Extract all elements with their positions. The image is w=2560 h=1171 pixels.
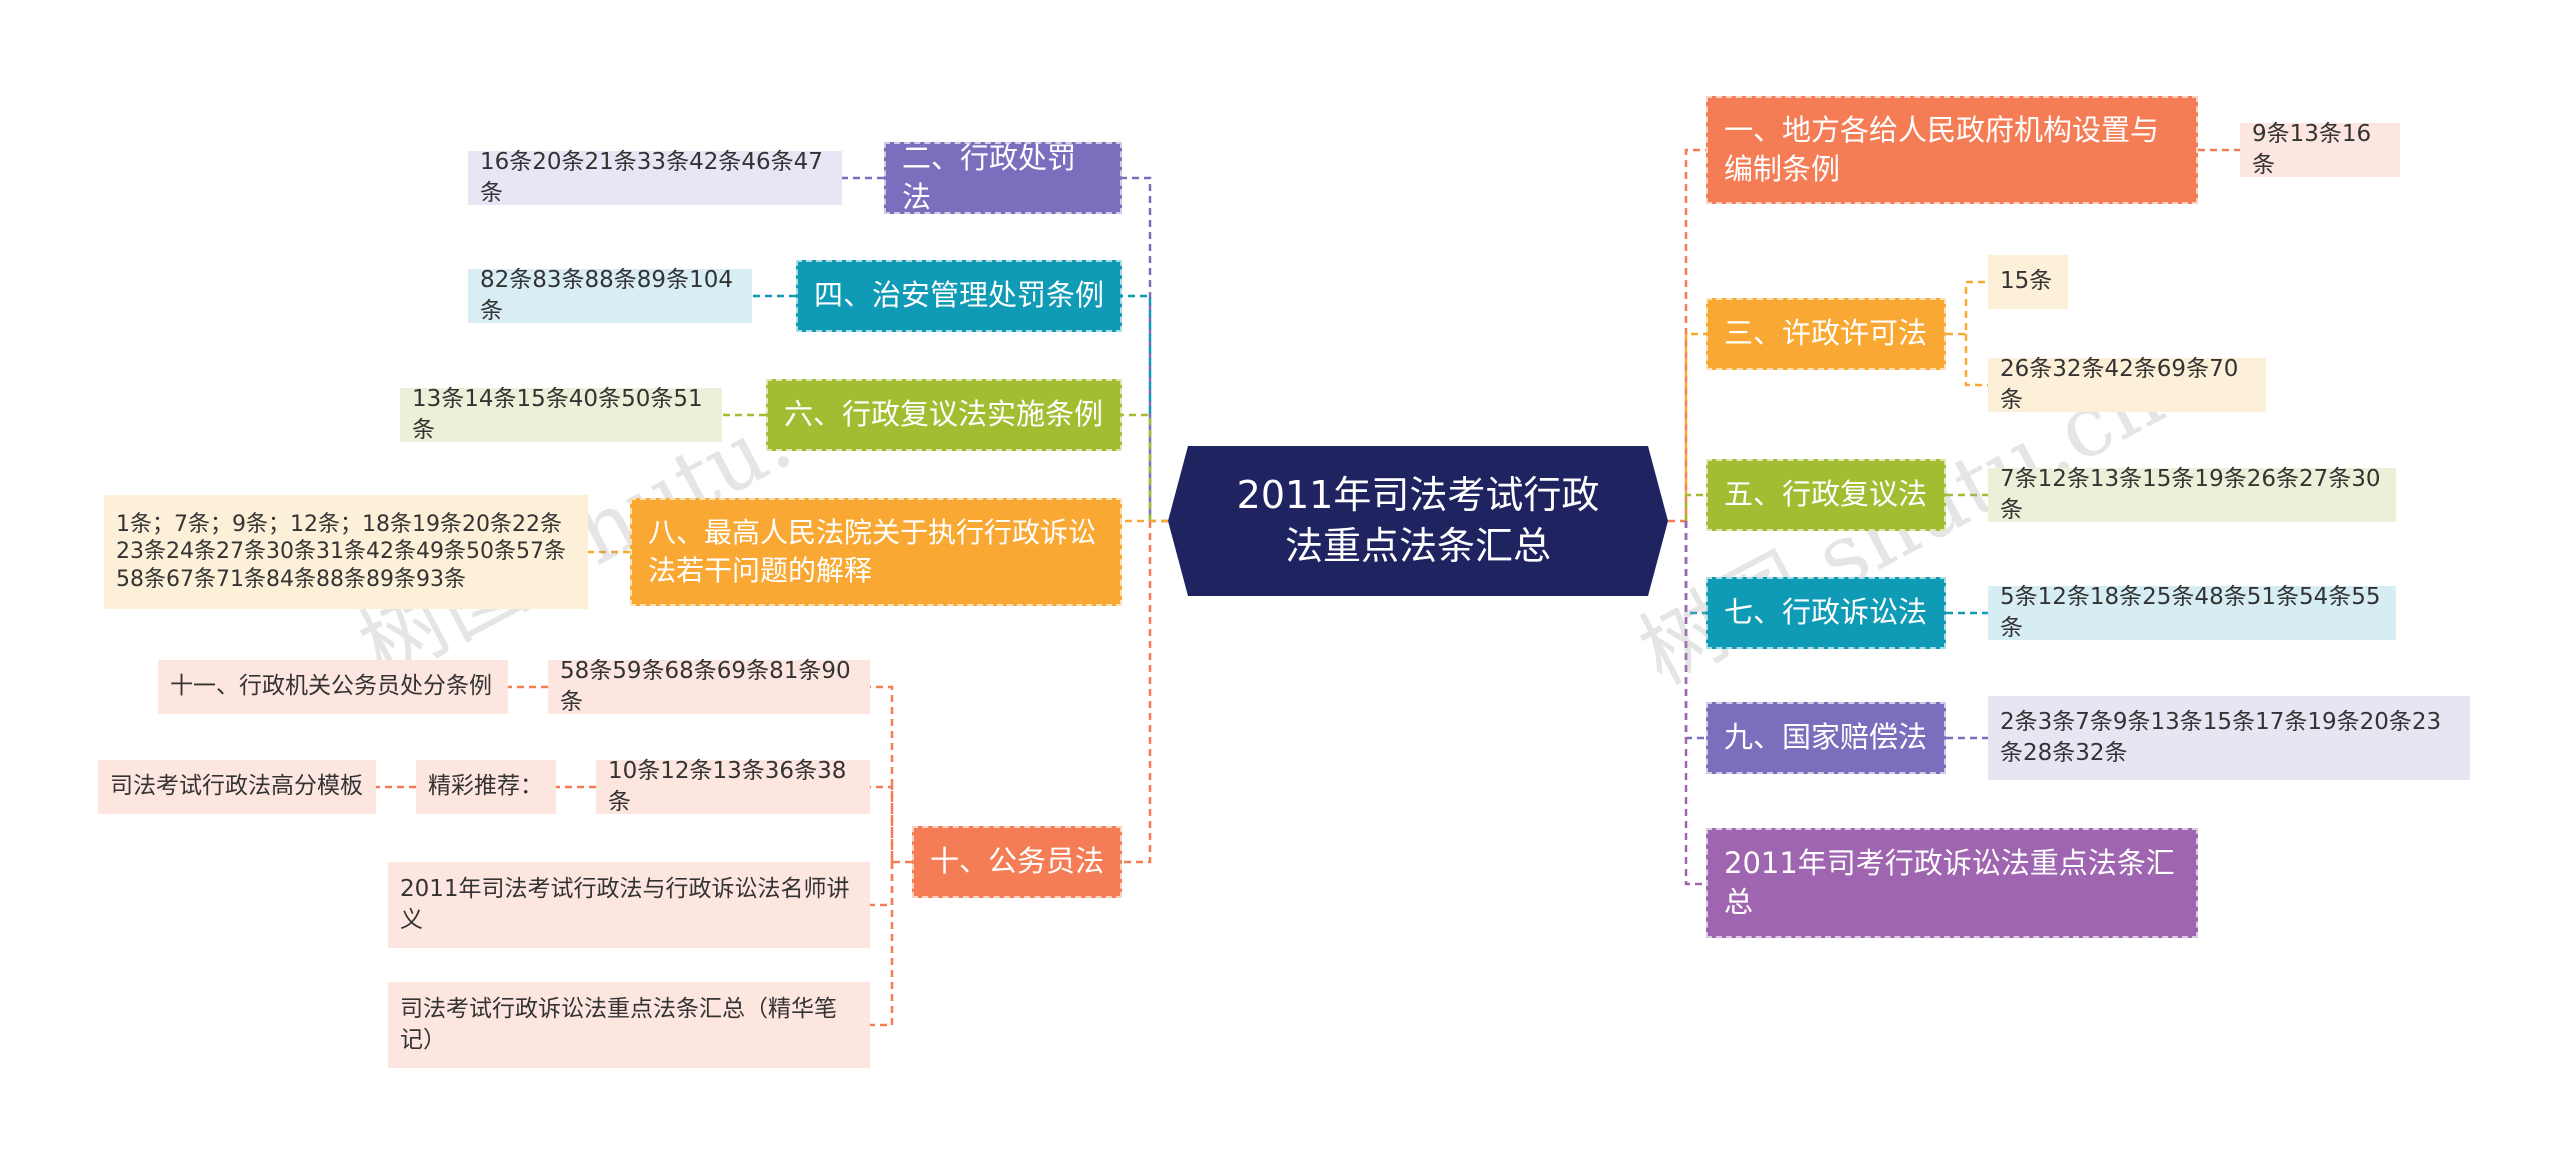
branch-administrative-licensing-law[interactable]: 三、许政许可法 [1706, 298, 1946, 370]
leaf-public-security-articles: 82条83条88条89条104条 [468, 267, 752, 324]
leaf-compensation-articles: 2条3条7条9条13条15条17条19条20条23条28条32条 [1988, 696, 2470, 780]
leaf-lecture-notes-link[interactable]: 2011年司法考试行政法与行政诉讼法名师讲义 [388, 862, 870, 948]
branch-litigation-summary-link[interactable]: 2011年司考行政诉讼法重点法条汇总 [1706, 828, 2198, 938]
leaf-civil-servant-articles-1: 58条59条68条69条81条90条 [548, 658, 870, 715]
leaf-local-government-articles: 9条13条16条 [2240, 121, 2400, 178]
branch-administrative-reconsideration-law[interactable]: 五、行政复议法 [1706, 459, 1946, 531]
leaf-high-score-template[interactable]: 司法考试行政法高分模板 [98, 760, 376, 814]
leaf-litigation-articles: 5条12条18条25条48条51条54条55条 [1988, 584, 2396, 641]
branch-supreme-court-interpretation[interactable]: 八、最高人民法院关于执行行政诉讼法若干问题的解释 [630, 498, 1122, 606]
leaf-supreme-court-articles: 1条；7条；9条；12条；18条19条20条22条23条24条27条30条31条… [104, 495, 588, 609]
leaf-administrative-penalty-articles: 16条20条21条33条42条46条47条 [468, 149, 842, 206]
center-title[interactable]: 2011年司法考试行政法重点法条汇总 [1236, 472, 1600, 568]
branch-administrative-litigation-law[interactable]: 七、行政诉讼法 [1706, 577, 1946, 649]
leaf-licensing-articles: 26条32条42条69条70条 [1988, 356, 2266, 413]
branch-reconsideration-implementation[interactable]: 六、行政复议法实施条例 [766, 379, 1122, 451]
leaf-civil-servant-articles-2: 10条12条13条36条38条 [596, 758, 870, 815]
leaf-recommended: 精彩推荐： [416, 760, 556, 814]
leaf-licensing-article-15: 15条 [1988, 255, 2068, 309]
branch-state-compensation-law[interactable]: 九、国家赔偿法 [1706, 702, 1946, 774]
branch-public-security-regulations[interactable]: 四、治安管理处罚条例 [796, 260, 1122, 332]
leaf-reconsideration-articles: 7条12条13条15条19条26条27条30条 [1988, 466, 2396, 523]
branch-civil-servant-law[interactable]: 十、公务员法 [912, 826, 1122, 898]
branch-administrative-penalty-law[interactable]: 二、行政处罚法 [884, 141, 1122, 214]
leaf-civil-servant-discipline-regulations: 十一、行政机关公务员处分条例 [158, 660, 508, 714]
leaf-essential-notes-link[interactable]: 司法考试行政诉讼法重点法条汇总（精华笔记） [388, 982, 870, 1068]
leaf-reconsideration-implementation-articles: 13条14条15条40条50条51条 [400, 386, 722, 443]
center-node-shape [1168, 446, 1668, 596]
branch-local-government-regulations[interactable]: 一、地方各给人民政府机构设置与编制条例 [1706, 96, 2198, 204]
